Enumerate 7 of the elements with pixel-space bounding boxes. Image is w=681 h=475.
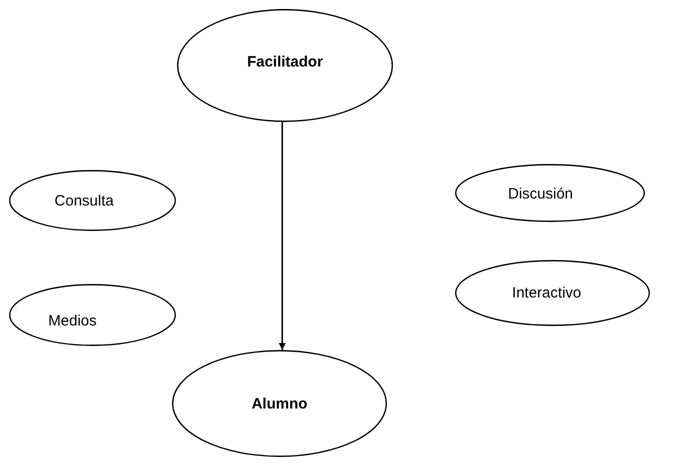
arrow xyxy=(278,122,286,350)
node-label: Interactivo xyxy=(512,284,582,302)
node-label: Alumno xyxy=(252,395,308,412)
node-label: Consulta xyxy=(54,192,114,209)
node-label: Facilitador xyxy=(247,54,323,71)
node-label: Medios xyxy=(48,312,97,330)
node-label: Discusión xyxy=(508,186,574,203)
